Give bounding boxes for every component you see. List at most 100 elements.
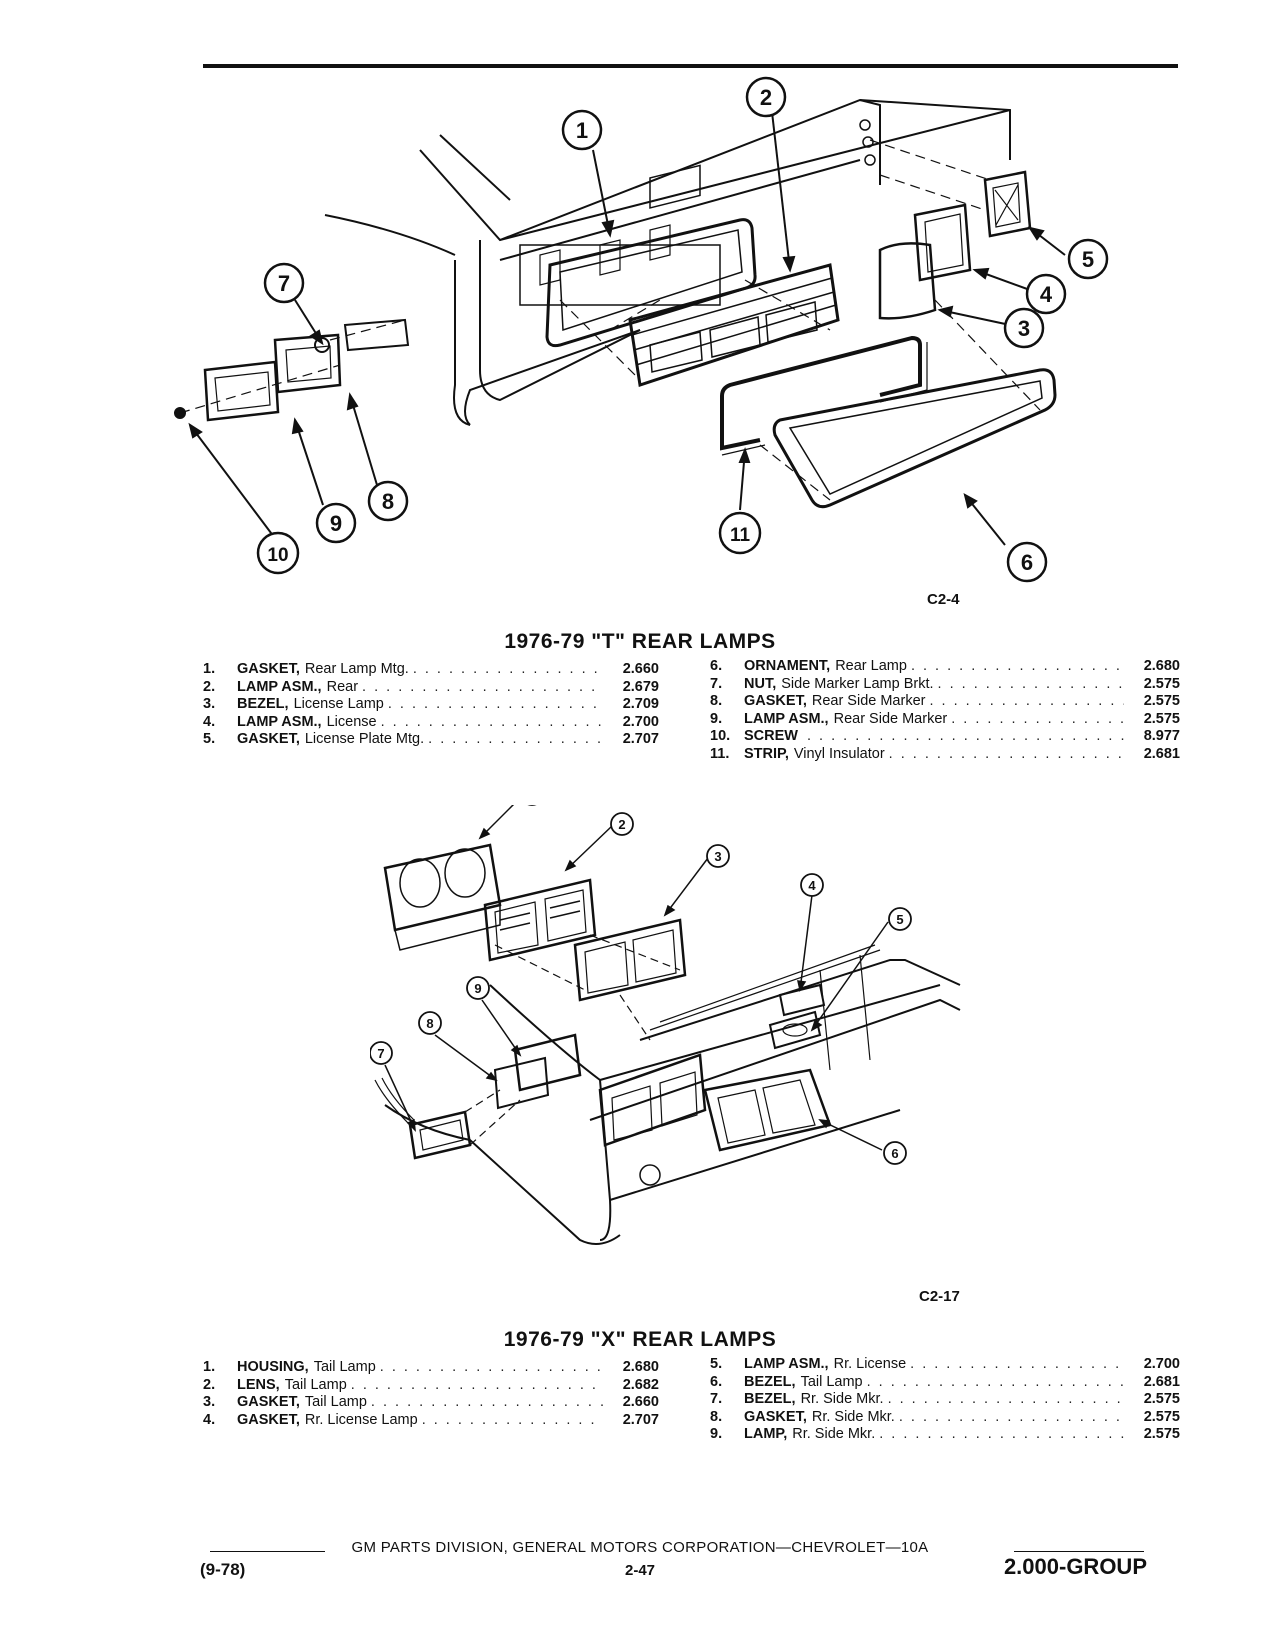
dot-leader [888,1391,1124,1409]
part-row: 6.ORNAMENT,Rear Lamp2.680 [710,658,1180,676]
group-number: 2.575 [1143,710,1180,727]
dot-leader [899,1409,1124,1427]
page-number: 2-47 [624,1562,656,1579]
callout-t-11: 11 [718,511,762,555]
part-number: 2. [203,1376,216,1393]
callout-x-6-label: 6 [891,1146,898,1161]
part-description: Tail Lamp [284,1376,347,1393]
part-description: License Plate Mtg. [304,731,425,747]
part-name: BEZEL, [744,1391,796,1407]
part-row: 2.LAMP ASM.,Rear2.679 [203,679,659,697]
group-number: 2.660 [622,661,659,677]
group-number: 2.700 [1143,1356,1180,1372]
part-description: Rr. License Lamp [304,1411,418,1428]
group-number: 2.681 [1143,745,1180,762]
part-number: 2. [203,678,216,695]
callout-t-2: 2 [745,76,787,118]
dot-leader [889,746,1124,764]
part-name: GASKET, [744,693,807,709]
callout-t-7: 7 [263,262,305,304]
callout-t-10-label: 10 [267,545,288,566]
group-number: 2.682 [622,1376,659,1393]
group-number: 2.679 [622,678,659,695]
parts-list-t-left: 1.GASKET,Rear Lamp Mtg.2.660 2.LAMP ASM.… [203,661,659,749]
part-name: GASKET, [237,661,300,677]
dot-leader [867,1374,1124,1392]
part-name: LAMP, [744,1426,788,1442]
callout-t-8: 8 [367,480,409,522]
part-row: 5.LAMP ASM.,Rr. License2.700 [710,1356,1180,1374]
dot-leader [879,1426,1124,1444]
part-name: GASKET, [237,731,300,747]
part-number: 1. [203,1359,216,1375]
group-number: 2.700 [622,713,659,730]
callout-t-9: 9 [315,502,357,544]
group-number: 2.707 [622,1411,659,1428]
callout-t-3: 3 [1003,307,1045,349]
part-row: 7.BEZEL,Rr. Side Mkr.2.575 [710,1391,1180,1409]
callout-t-1: 1 [561,109,603,151]
dot-leader [938,676,1124,694]
part-row: 7.NUT,Side Marker Lamp Brkt.2.575 [710,676,1180,694]
dot-leader [910,1356,1124,1374]
part-name: GASKET, [237,1394,300,1410]
callout-x-3: 3 [706,844,730,868]
part-row: 4.GASKET,Rr. License Lamp2.707 [203,1412,659,1430]
parts-list-x-left: 1.HOUSING,Tail Lamp2.680 2.LENS,Tail Lam… [203,1359,659,1429]
top-rule [203,64,1178,68]
callout-t-4: 4 [1025,273,1067,315]
part-description: Tail Lamp [304,1394,367,1410]
dot-leader [371,1394,603,1412]
callout-x-5-label: 5 [896,912,903,927]
part-number: 4. [203,713,216,730]
part-name: SCREW [744,728,798,744]
part-description: Rr. Side Mkr. [800,1391,884,1407]
group-number: 2.575 [1143,1391,1180,1407]
x-rear-lamps-diagram: 1 2 3 4 5 6 7 8 9 [370,805,961,1245]
callout-x-9: 9 [466,976,490,1000]
callout-x-9-label: 9 [474,981,481,996]
part-description: Rear Side Marker [811,693,926,709]
group-number: 2.575 [1143,1426,1180,1442]
part-description: Tail Lamp [800,1373,863,1390]
callout-x-7-label: 7 [377,1046,384,1061]
part-name: STRIP, [744,745,789,762]
callout-t-6: 6 [1006,541,1048,583]
part-row: 1.HOUSING,Tail Lamp2.680 [203,1359,659,1377]
part-number: 11. [710,745,730,762]
dot-leader [351,1377,603,1395]
part-number: 10. [710,728,731,744]
part-number: 6. [710,1373,723,1390]
callout-t-1-label: 1 [576,118,588,143]
part-row: 3.GASKET,Tail Lamp2.660 [203,1394,659,1412]
callout-x-2-label: 2 [618,817,625,832]
footer-corporation: GM PARTS DIVISION, GENERAL MOTORS CORPOR… [351,1539,929,1556]
dot-leader [422,1412,603,1430]
part-description: Tail Lamp [313,1359,376,1375]
part-number: 5. [203,731,216,747]
part-description: License [326,713,377,730]
section-title-t: 1976-79 "T" REAR LAMPS [504,630,776,653]
footer-date: (9-78) [200,1560,246,1579]
part-row: 9.LAMP,Rr. Side Mkr.2.575 [710,1426,1180,1444]
group-number: 8.977 [1143,728,1180,744]
part-row: 10. SCREW 8.977 [710,728,1180,746]
part-row: 11. STRIP,Vinyl Insulator 2.681 [710,746,1180,764]
part-name: LAMP ASM., [237,713,322,730]
part-name: GASKET, [237,1411,300,1428]
footer-rule-right [1014,1551,1144,1552]
dot-leader [381,714,603,732]
callout-x-3-label: 3 [714,849,721,864]
callout-t-5: 5 [1067,238,1109,280]
dot-leader [911,658,1124,676]
t-rear-lamps-diagram: 1 2 3 4 5 6 7 8 9 10 11 [174,76,1109,583]
part-number: 3. [203,696,216,712]
part-number: 9. [710,710,723,727]
part-row: 3.BEZEL,License Lamp2.709 [203,696,659,714]
part-number: 3. [203,1394,216,1410]
part-description: Rr. Side Mkr. [811,1408,895,1425]
callout-t-6-label: 6 [1021,550,1033,575]
part-name: GASKET, [744,1408,807,1425]
dot-leader [929,693,1124,711]
part-description: Vinyl Insulator [793,745,885,762]
